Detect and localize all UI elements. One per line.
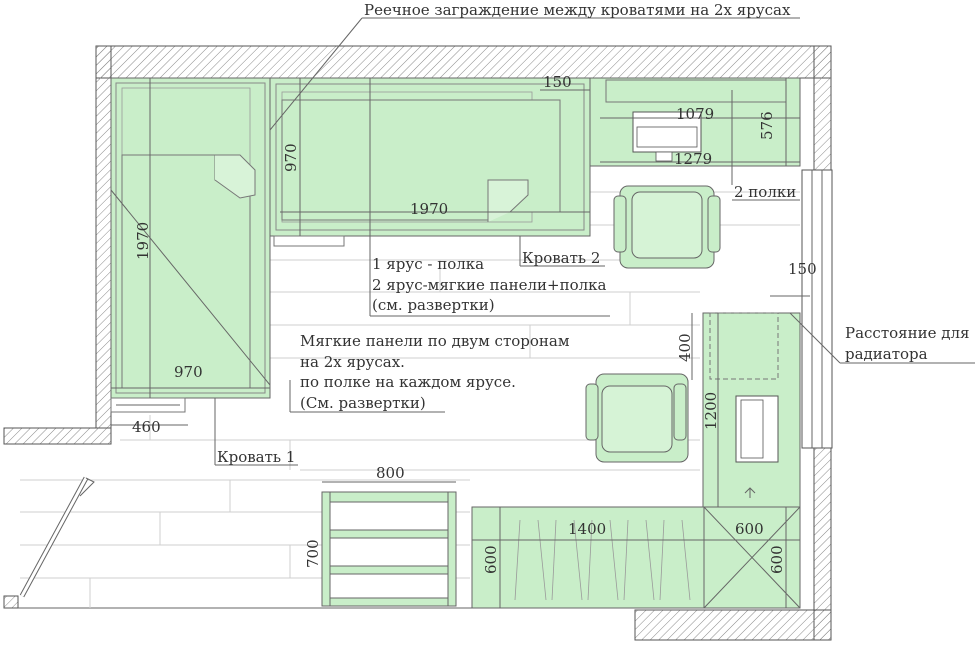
bed2-label: Кровать 2 bbox=[522, 249, 600, 267]
rail-label: Реечное заграждение между кроватями на 2… bbox=[364, 1, 791, 19]
right-desk bbox=[702, 312, 801, 508]
dim-bed1-length: 1970 bbox=[134, 222, 152, 260]
dim-rack-700: 700 bbox=[304, 539, 322, 568]
panels-note-2: на 2х ярусах. bbox=[300, 353, 405, 371]
dim-corner-600-top: 600 bbox=[735, 520, 764, 538]
dim-desk-150: 150 bbox=[543, 73, 572, 91]
radiator-label-1: Расстояние для bbox=[845, 324, 970, 342]
top-desk bbox=[589, 77, 801, 167]
dim-desk-576: 576 bbox=[758, 111, 776, 140]
dim-bed1-width: 970 bbox=[174, 363, 203, 381]
door bbox=[19, 476, 95, 598]
panels-note-3: по полке на каждом ярусе. bbox=[300, 373, 516, 391]
dim-rack-800: 800 bbox=[376, 464, 405, 482]
tier-note-2: 2 ярус-мягкие панели+полка bbox=[372, 276, 607, 294]
corner-cabinet bbox=[703, 506, 801, 609]
shelves-label: 2 полки bbox=[734, 183, 796, 201]
leader-lines bbox=[214, 17, 975, 466]
dim-bed2-length: 1970 bbox=[410, 200, 448, 218]
bed-2 bbox=[269, 77, 591, 247]
panels-note-1: Мягкие панели по двум сторонам bbox=[300, 332, 570, 350]
panels-note-4: (См. развертки) bbox=[300, 394, 426, 412]
dim-desk-1079: 1079 bbox=[676, 105, 714, 123]
chair-bottom bbox=[585, 373, 689, 463]
dimension-lines bbox=[111, 78, 810, 608]
dim-bed2-width: 970 bbox=[282, 143, 300, 172]
walls bbox=[3, 45, 832, 641]
bed1-label: Кровать 1 bbox=[217, 448, 295, 466]
rack bbox=[321, 491, 457, 607]
chair-top bbox=[613, 185, 721, 269]
dim-desk-1279: 1279 bbox=[674, 150, 712, 168]
dim-gap-460: 460 bbox=[132, 418, 161, 436]
wardrobe bbox=[471, 506, 705, 609]
dim-desk-1200: 1200 bbox=[702, 392, 720, 430]
dim-right-150: 150 bbox=[788, 260, 817, 278]
dim-wardrobe-1400: 1400 bbox=[568, 520, 606, 538]
dim-corner-600-right: 600 bbox=[768, 545, 786, 574]
bed-1 bbox=[110, 77, 271, 413]
laptop-icon bbox=[735, 395, 779, 463]
dim-wardrobe-600: 600 bbox=[482, 545, 500, 574]
tier-note-1: 1 ярус - полка bbox=[372, 255, 484, 273]
dim-desk-400: 400 bbox=[676, 333, 694, 362]
laptop-icon bbox=[632, 111, 702, 153]
tier-note-3: (см. развертки) bbox=[372, 296, 495, 314]
window bbox=[801, 169, 833, 449]
radiator-label-2: радиатора bbox=[845, 345, 928, 363]
